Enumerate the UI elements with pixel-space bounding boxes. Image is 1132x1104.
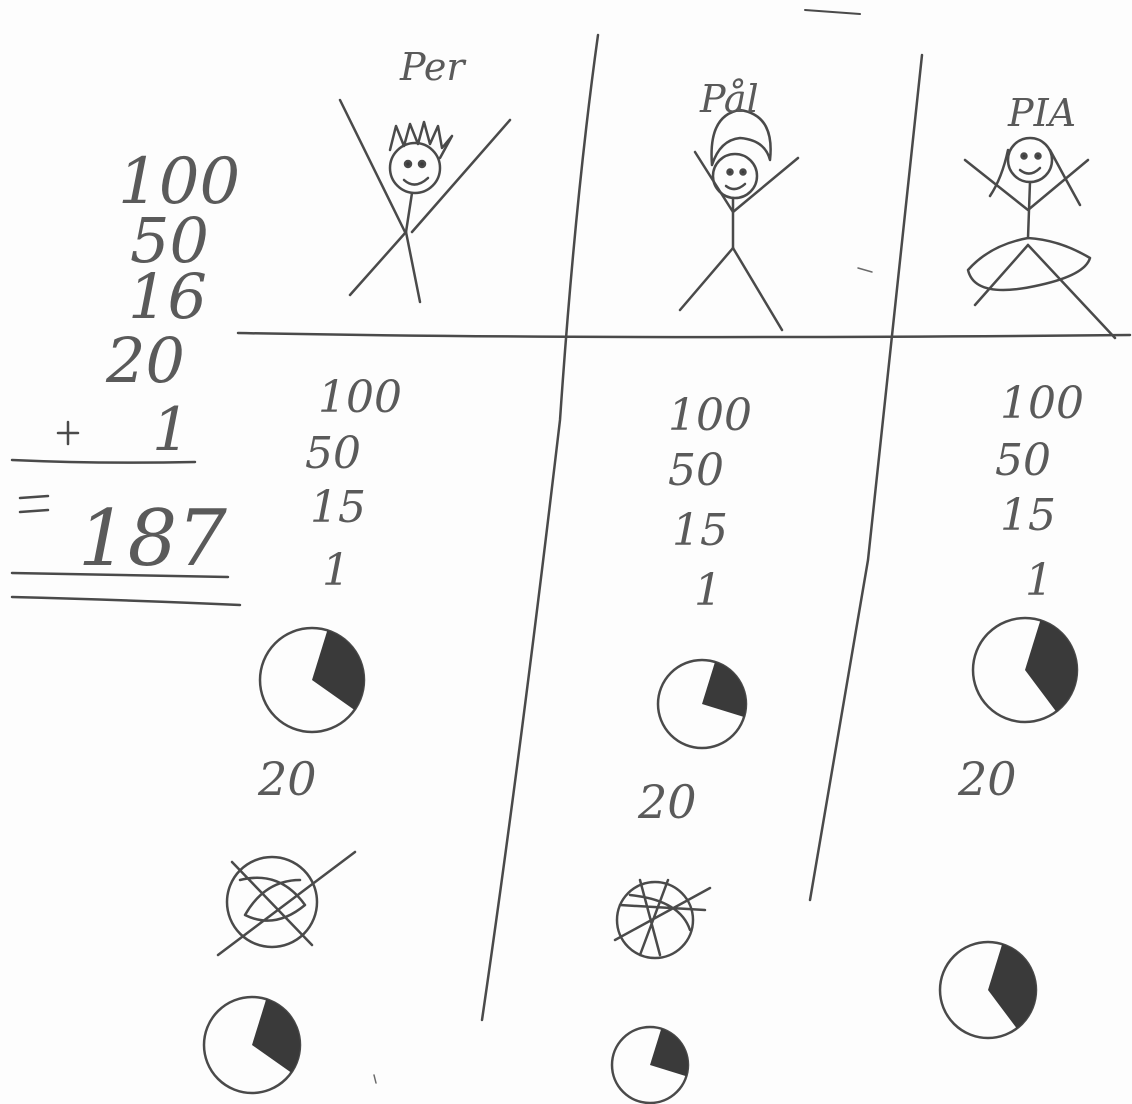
horizontal-divider [238, 333, 1130, 337]
pie-shaded-slice [252, 999, 300, 1073]
pal-value-1: 1 [694, 565, 722, 616]
per-value-50: 50 [305, 428, 361, 479]
crossed-out-circle-pal [615, 880, 710, 958]
pie-small-pia [940, 942, 1036, 1038]
plus-sign [58, 422, 78, 444]
crossed-out-circle-per [218, 852, 355, 955]
per-value-1: 1 [322, 545, 350, 596]
pie-pia [973, 618, 1077, 722]
top-stroke [805, 10, 860, 14]
column-name-per: Per [399, 45, 467, 89]
total-underline-2 [12, 597, 240, 605]
stray-mark [858, 268, 872, 272]
stick-figure-per [340, 100, 510, 302]
column-name-pia: PIA [1007, 91, 1076, 135]
pie-small-pal [612, 1027, 688, 1103]
stick-figure-pal [680, 110, 798, 330]
pia-after-pie: 20 [957, 752, 1017, 806]
pie-pal [658, 660, 746, 748]
pia-value-100: 100 [1000, 378, 1084, 429]
per-value-15: 15 [310, 482, 366, 533]
pal-value-50: 50 [668, 445, 724, 496]
pie-shaded-slice [650, 1029, 688, 1077]
addend-16: 16 [128, 260, 207, 333]
pie-small-per [204, 997, 300, 1093]
pia-value-50: 50 [995, 435, 1051, 486]
per-after-pie: 20 [257, 752, 317, 806]
column-name-pal: Pål [699, 77, 759, 121]
pie-per [260, 628, 364, 732]
pal-value-15: 15 [672, 505, 728, 556]
addend-1: 1 [152, 395, 190, 465]
pie-shaded-slice [312, 630, 364, 710]
pie-shaded-slice [702, 662, 746, 717]
total-187: 187 [78, 494, 227, 584]
addend-20: 20 [105, 324, 185, 397]
pal-value-100: 100 [668, 390, 752, 441]
pia-value-15: 15 [1000, 490, 1056, 541]
column-divider-2 [810, 55, 922, 900]
equals-sign [20, 496, 48, 512]
stick-figure-pia [965, 138, 1115, 338]
stray-mark-2 [374, 1075, 376, 1083]
pal-after-pie: 20 [637, 775, 697, 829]
column-divider-1 [482, 35, 598, 1020]
pia-value-1: 1 [1025, 555, 1053, 606]
per-value-100: 100 [318, 372, 402, 423]
